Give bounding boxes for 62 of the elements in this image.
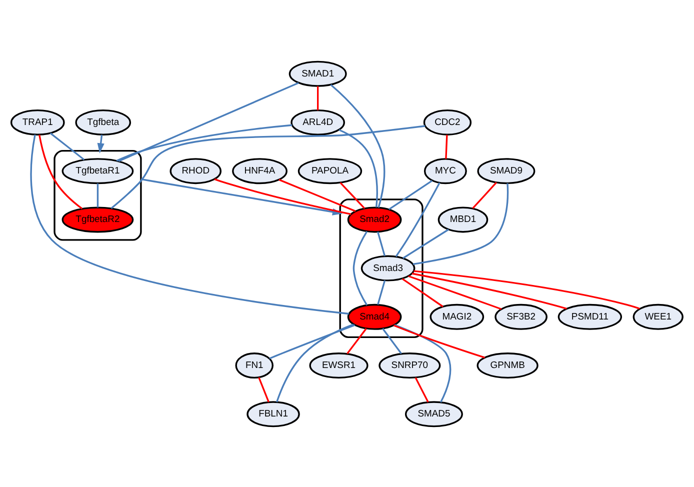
connector <box>346 328 367 354</box>
arrow <box>97 134 104 153</box>
node-ellipse: Smad3 <box>360 254 416 281</box>
node-ellipse: SNRP70 <box>378 352 441 378</box>
node-ellipse: SMAD5 <box>404 400 463 427</box>
node-ellipse: Smad4 <box>347 303 402 330</box>
cluster <box>54 149 142 240</box>
connector <box>276 323 354 402</box>
connector <box>414 376 429 402</box>
connector <box>402 228 449 258</box>
connector <box>110 124 426 208</box>
connector <box>352 230 368 306</box>
node-ellipse: ARL4D <box>290 108 345 135</box>
node-ellipse: FBLN1 <box>246 400 300 427</box>
connector <box>118 82 299 162</box>
connector <box>377 280 386 304</box>
connector <box>402 278 444 307</box>
node-ellipse: SMAD9 <box>477 158 536 184</box>
connector <box>316 86 319 110</box>
connector <box>414 270 640 309</box>
connector <box>340 182 366 209</box>
connector <box>445 134 448 158</box>
connector <box>395 182 440 256</box>
node-ellipse: MAGI2 <box>430 303 484 330</box>
connector <box>412 182 509 265</box>
node-ellipse: SF3B2 <box>494 303 548 330</box>
node-ellipse: RHOD <box>170 158 222 184</box>
node-ellipse: PSMD11 <box>558 303 622 330</box>
node-ellipse: MBD1 <box>438 206 488 232</box>
connector <box>258 376 270 402</box>
node-ellipse: Tgfbeta <box>75 108 132 135</box>
node-ellipse: PAPOLA <box>298 158 362 184</box>
node-ellipse: GPNMB <box>476 352 538 378</box>
connector <box>377 231 386 256</box>
connector <box>50 132 85 160</box>
node-ellipse: CDC2 <box>423 108 472 135</box>
connector <box>116 124 292 162</box>
node-ellipse: Smad2 <box>347 206 402 232</box>
node-ellipse: MYC <box>424 158 467 184</box>
node-ellipse: TgfbetaR2 <box>62 206 134 232</box>
connector <box>30 134 349 314</box>
connector <box>394 324 452 402</box>
connector <box>388 179 433 210</box>
node-ellipse: TgfbetaR1 <box>62 158 134 184</box>
connector <box>38 134 83 209</box>
connector <box>408 274 502 310</box>
connector <box>393 324 485 358</box>
connector <box>96 182 99 207</box>
connector <box>330 84 386 208</box>
connector <box>412 272 567 310</box>
node-ellipse: EWSR1 <box>309 352 368 378</box>
node-ellipse: TRAP1 <box>10 108 65 135</box>
connector <box>269 324 356 359</box>
connector <box>278 178 356 212</box>
connector <box>338 128 378 207</box>
node-ellipse: HNF4A <box>232 158 288 184</box>
node-ellipse: SMAD1 <box>288 60 347 86</box>
connector <box>472 181 498 208</box>
cluster <box>339 198 424 338</box>
connector <box>382 328 402 354</box>
node-ellipse: FN1 <box>235 352 274 378</box>
node-ellipse: WEE1 <box>632 303 684 330</box>
